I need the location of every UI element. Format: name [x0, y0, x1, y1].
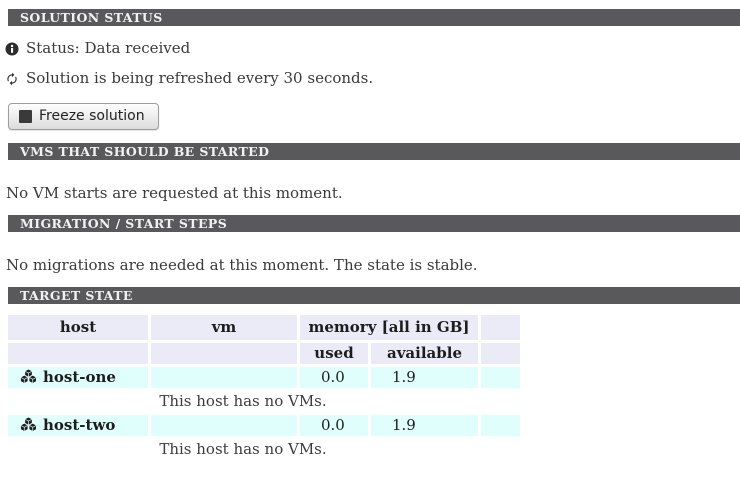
host-note-row: This host has no VMs. — [8, 439, 520, 460]
status-line: Status: Data received — [5, 40, 740, 57]
note-filler — [481, 391, 520, 412]
subheader-empty-actions — [481, 343, 520, 364]
host-note-row: This host has no VMs. — [8, 391, 520, 412]
host-actions-cell — [481, 367, 520, 388]
subheader-empty-host — [8, 343, 148, 364]
memory-used-value: 0.0 — [300, 367, 368, 388]
status-text: Status: Data received — [26, 39, 191, 57]
refresh-text: Solution is being refreshed every 30 sec… — [26, 69, 374, 87]
section-header-vms-to-start: VMS THAT SHOULD BE STARTED — [8, 143, 740, 160]
cubes-icon — [20, 416, 37, 432]
host-vm-cell — [151, 415, 297, 436]
column-header-empty — [481, 315, 520, 340]
optimizer-page: SOLUTION STATUS Status: Data received So… — [5, 9, 740, 463]
subheader-empty-vm — [151, 343, 297, 364]
host-name: host-two — [43, 416, 116, 434]
section-header-migration-steps: MIGRATION / START STEPS — [8, 215, 740, 232]
vms-to-start-message: No VM starts are requested at this momen… — [6, 184, 343, 202]
no-vms-note: This host has no VMs. — [159, 440, 327, 458]
table-subheader-row: used available — [8, 343, 520, 364]
info-icon — [5, 42, 19, 55]
migration-steps-message: No migrations are needed at this moment.… — [6, 256, 478, 274]
host-name: host-one — [43, 368, 116, 386]
column-header-used: used — [300, 343, 368, 364]
memory-used-value: 0.0 — [300, 415, 368, 436]
cubes-icon — [20, 368, 37, 384]
target-state-table: host vm memory [all in GB] used availabl… — [5, 312, 523, 463]
refresh-icon — [7, 72, 17, 85]
host-row-host-one: host-one 0.0 1.9 — [8, 367, 520, 388]
stop-square-icon — [19, 110, 32, 123]
refresh-line: Solution is being refreshed every 30 sec… — [5, 70, 740, 87]
column-header-memory: memory [all in GB] — [300, 315, 478, 340]
column-header-available: available — [371, 343, 478, 364]
memory-available-value: 1.9 — [371, 367, 478, 388]
memory-available-value: 1.9 — [371, 415, 478, 436]
note-filler — [481, 439, 520, 460]
section-header-solution-status: SOLUTION STATUS — [8, 9, 740, 26]
no-vms-note: This host has no VMs. — [159, 392, 327, 410]
freeze-button-label: Freeze solution — [39, 108, 145, 124]
host-row-host-two: host-two 0.0 1.9 — [8, 415, 520, 436]
freeze-solution-button[interactable]: Freeze solution — [8, 103, 159, 130]
section-header-target-state: TARGET STATE — [8, 287, 740, 304]
host-vm-cell — [151, 367, 297, 388]
table-header-row: host vm memory [all in GB] — [8, 315, 520, 340]
column-header-host: host — [8, 315, 148, 340]
host-actions-cell — [481, 415, 520, 436]
column-header-vm: vm — [151, 315, 297, 340]
